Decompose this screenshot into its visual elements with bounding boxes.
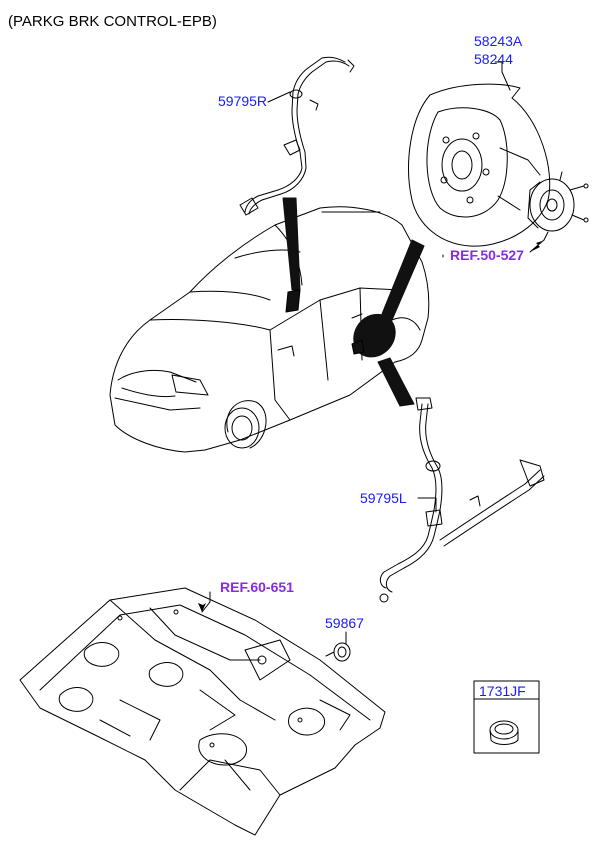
callout-wedges <box>282 197 425 407</box>
part-label-58243a[interactable]: 58243A <box>474 33 523 49</box>
part-label-59795l[interactable]: 59795L <box>360 490 407 506</box>
ref-label-60-651[interactable]: REF.60-651 <box>220 579 294 595</box>
plug-box <box>473 680 540 754</box>
grommet-59867 <box>325 642 351 662</box>
plug-1731jf <box>489 720 519 745</box>
right-sensor-harness <box>239 56 355 216</box>
left-sensor-harness <box>379 397 545 603</box>
brake-dust-cover <box>408 83 551 247</box>
part-label-59867[interactable]: 59867 <box>325 615 364 631</box>
ref-label-50-527[interactable]: REF.50-527 <box>450 247 524 263</box>
part-label-58244[interactable]: 58244 <box>474 51 513 67</box>
diagram-title: (PARKG BRK CONTROL-EPB) <box>8 13 217 30</box>
floor-pan <box>19 587 386 836</box>
wheel-hub <box>527 171 589 241</box>
part-label-1731jf[interactable]: 1731JF <box>479 683 526 699</box>
part-label-59795r[interactable]: 59795R <box>218 93 268 109</box>
